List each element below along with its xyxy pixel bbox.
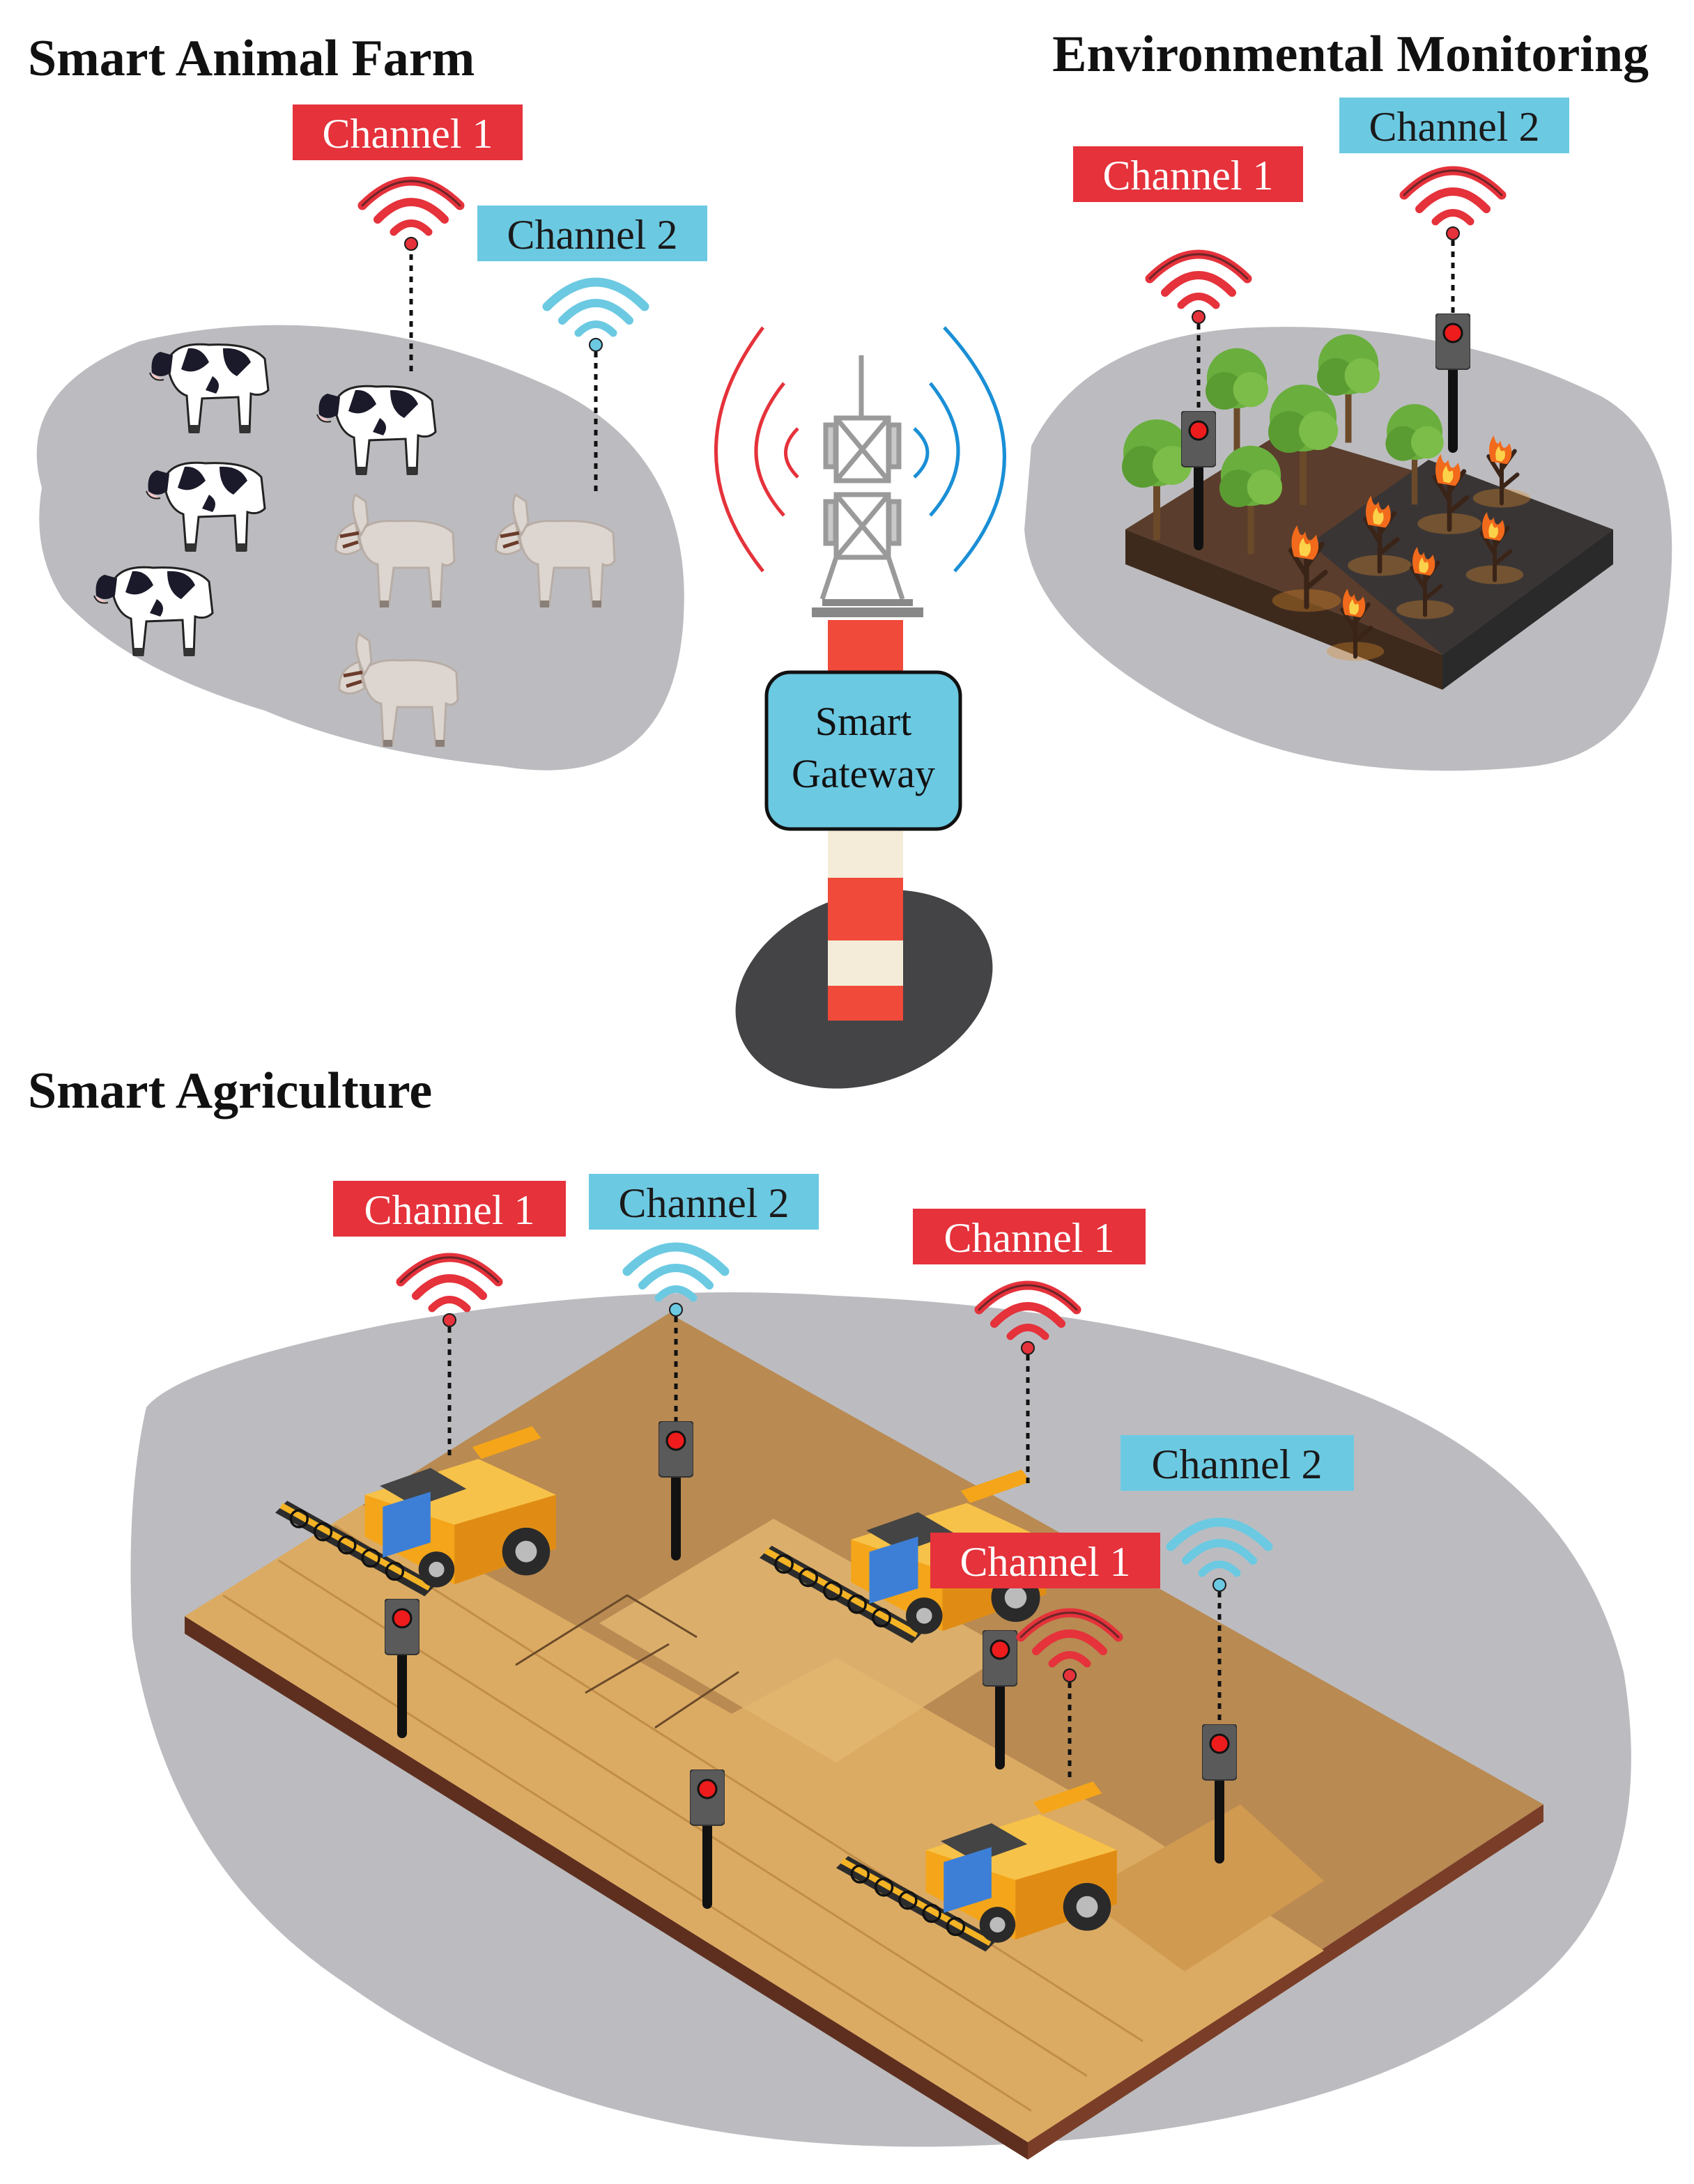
smart-gateway-box: Smart Gateway xyxy=(764,670,962,831)
wifi-icon xyxy=(547,282,645,351)
smart-gateway-tower: Smart Gateway xyxy=(714,326,1006,1089)
agriculture-region xyxy=(130,1292,1631,2160)
channel-1-label: Channel 1 xyxy=(333,1181,566,1237)
svg-text:Channel 2: Channel 2 xyxy=(619,1180,790,1226)
channel-2-label: Channel 2 xyxy=(1121,1435,1354,1491)
svg-text:Channel 1: Channel 1 xyxy=(1103,153,1274,199)
svg-text:Channel 2: Channel 2 xyxy=(1369,104,1540,150)
channel-2-label: Channel 2 xyxy=(589,1174,819,1230)
channel-2-label: Channel 2 xyxy=(1339,98,1569,153)
section-title-environment: Environmental Monitoring xyxy=(1052,26,1649,83)
svg-text:Channel 1: Channel 1 xyxy=(323,111,493,157)
signal-waves-left xyxy=(714,326,799,573)
svg-text:Channel 2: Channel 2 xyxy=(1152,1441,1323,1487)
gateway-label-line1: Smart xyxy=(815,699,912,744)
section-title-agriculture: Smart Agriculture xyxy=(28,1062,432,1120)
svg-text:Channel 2: Channel 2 xyxy=(507,212,678,258)
channel-2-label: Channel 2 xyxy=(477,206,707,261)
channel-1-label: Channel 1 xyxy=(913,1209,1146,1264)
cell-tower-icon xyxy=(819,355,905,601)
channel-1-label: Channel 1 xyxy=(930,1533,1160,1588)
svg-text:Channel 1: Channel 1 xyxy=(960,1539,1131,1585)
wifi-icon xyxy=(1150,254,1247,323)
animal-farm-region xyxy=(36,325,684,770)
signal-waves-right xyxy=(913,326,1006,573)
wifi-icon xyxy=(1404,171,1502,240)
gateway-label-line2: Gateway xyxy=(792,751,935,796)
section-title-animal-farm: Smart Animal Farm xyxy=(28,30,475,87)
svg-text:Channel 1: Channel 1 xyxy=(944,1215,1115,1261)
channel-1-label: Channel 1 xyxy=(293,104,523,160)
svg-text:Channel 1: Channel 1 xyxy=(364,1187,535,1233)
environment-region xyxy=(1024,313,1672,771)
wifi-icon xyxy=(362,181,460,250)
channel-1-label: Channel 1 xyxy=(1073,146,1303,202)
